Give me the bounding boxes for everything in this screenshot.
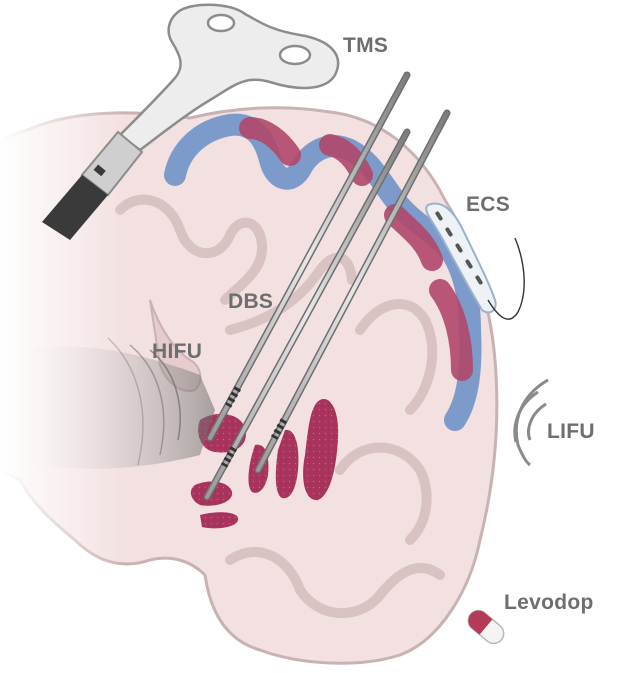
levodopa-pill bbox=[467, 609, 505, 645]
label-tms: TMS bbox=[343, 34, 389, 57]
label-levodopa: Levodop bbox=[504, 591, 594, 614]
label-dbs: DBS bbox=[228, 290, 274, 313]
dbs-electrode-1 bbox=[206, 71, 411, 442]
deep-nucleus-1 bbox=[303, 399, 339, 501]
ecs-wire bbox=[487, 237, 525, 320]
lower-gyri bbox=[225, 442, 445, 619]
label-ecs: ECS bbox=[466, 193, 511, 216]
tms-coil-hole-2 bbox=[278, 44, 312, 66]
dbs-electrode-3 bbox=[254, 109, 451, 474]
cortex-red-band bbox=[239, 117, 473, 381]
dbs-electrodes bbox=[203, 71, 451, 501]
tms-coil bbox=[42, 3, 340, 240]
tms-coil-hole-1 bbox=[206, 13, 236, 33]
hifu-beam bbox=[10, 337, 215, 469]
label-lifu: LIFU bbox=[547, 420, 595, 443]
tms-cable bbox=[42, 175, 108, 240]
dbs-electrode-2 bbox=[203, 128, 411, 501]
tms-coil-plate bbox=[118, 3, 340, 152]
ecs-strip bbox=[425, 202, 525, 320]
lifu-waves bbox=[513, 378, 549, 467]
deep-nucleus-2 bbox=[275, 429, 299, 499]
label-hifu: HIFU bbox=[152, 340, 203, 363]
